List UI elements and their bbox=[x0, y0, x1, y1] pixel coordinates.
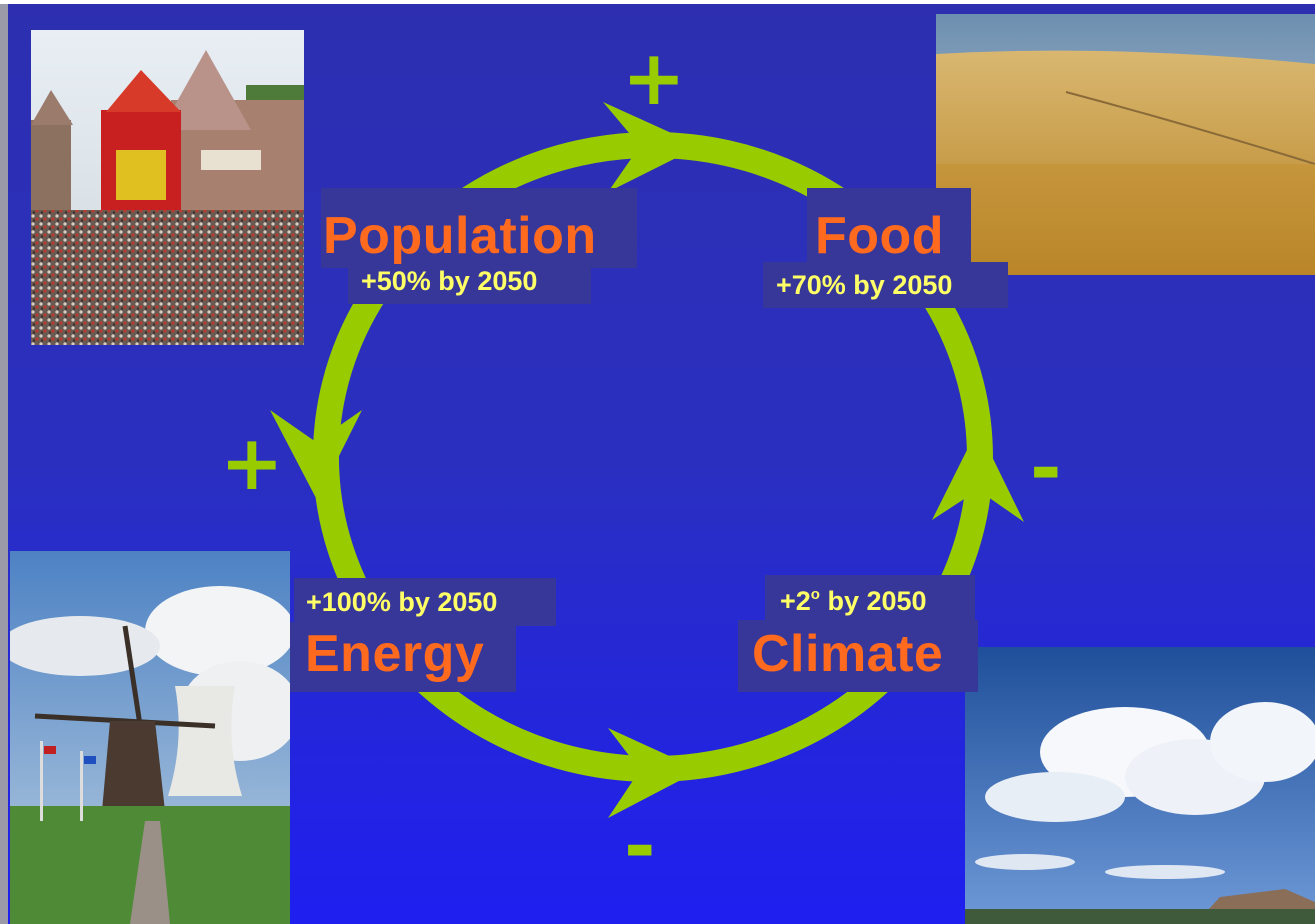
climate-change-suffix: by 2050 bbox=[819, 586, 927, 616]
climate-change-box bbox=[765, 575, 975, 625]
energy-label-box bbox=[290, 622, 516, 692]
temple-crowd-photo bbox=[31, 30, 304, 345]
sign-top: + bbox=[622, 33, 686, 122]
arrow-head-left bbox=[270, 410, 362, 500]
climate-change: +2o by 2050 bbox=[780, 587, 927, 615]
food-label-box bbox=[807, 188, 971, 268]
food-title: Food bbox=[815, 207, 945, 265]
energy-title: Energy bbox=[305, 625, 485, 683]
climate-title: Climate bbox=[752, 625, 944, 683]
climate-change-text: +2 bbox=[780, 586, 811, 616]
window-border-top bbox=[0, 0, 1315, 4]
energy-change-box bbox=[294, 578, 556, 626]
population-title: Population bbox=[323, 207, 597, 265]
arrow-head-right bbox=[932, 428, 1024, 522]
arrow-head-top bbox=[603, 102, 700, 192]
climate-label-box bbox=[738, 620, 978, 692]
population-change: +50% by 2050 bbox=[361, 266, 538, 296]
energy-change: +100% by 2050 bbox=[306, 587, 498, 617]
windmill-cooling-tower-photo bbox=[10, 551, 290, 924]
sign-right: - bbox=[1030, 423, 1062, 512]
population-label-box bbox=[321, 188, 637, 268]
sky-clouds-photo bbox=[965, 647, 1315, 924]
window-border-left bbox=[0, 0, 8, 924]
population-change-box bbox=[348, 262, 591, 304]
food-change: +70% by 2050 bbox=[776, 270, 953, 300]
sign-bottom: - bbox=[624, 801, 656, 890]
sign-left: + bbox=[220, 418, 284, 507]
arrow-head-bottom bbox=[608, 728, 700, 818]
wheat-field-photo bbox=[936, 14, 1315, 275]
food-change-box bbox=[763, 262, 1008, 308]
degree-symbol: o bbox=[810, 586, 820, 603]
